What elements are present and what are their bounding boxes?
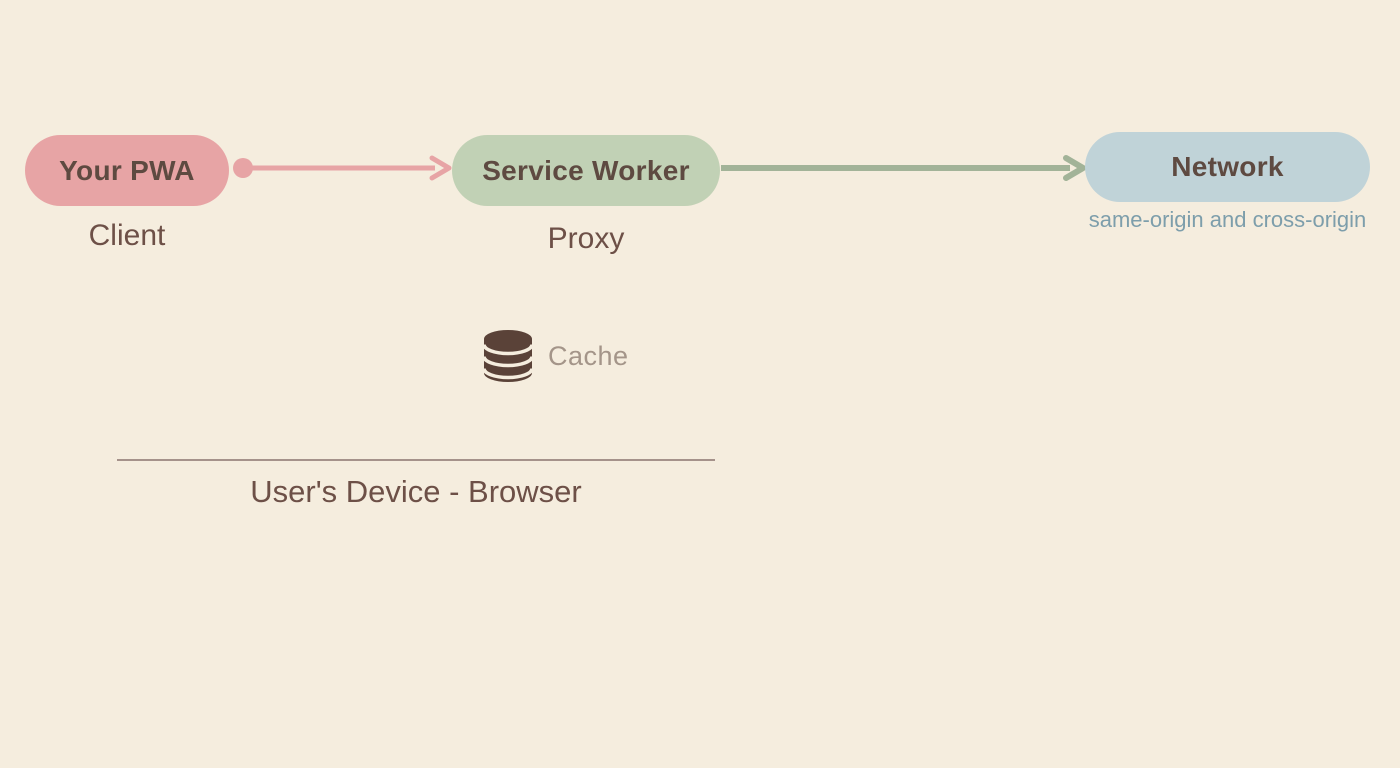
node-your-pwa-label: Your PWA: [59, 154, 195, 186]
cache-group: Cache: [483, 330, 629, 382]
arrowhead-icon: [1063, 155, 1086, 181]
device-label: User's Device - Browser: [250, 474, 582, 509]
cache-label: Cache: [548, 340, 629, 371]
node-network: Network: [1085, 132, 1370, 202]
service-worker-to-network-arrow: [721, 155, 1086, 181]
database-icon: [483, 330, 533, 382]
node-service-worker: Service Worker: [452, 135, 720, 206]
node-your-pwa: Your PWA: [25, 135, 229, 206]
node-network-label: Network: [1171, 151, 1284, 182]
node-network-sublabel: same-origin and cross-origin: [1088, 207, 1367, 232]
device-boundary-line: [117, 459, 715, 461]
arrow-start-dot-icon: [233, 158, 253, 178]
node-your-pwa-sublabel: Client: [88, 219, 166, 252]
node-service-worker-sublabel: Proxy: [547, 222, 625, 255]
arrowhead-icon: [429, 155, 452, 181]
pwa-to-service-worker-arrow: [233, 155, 452, 181]
node-service-worker-label: Service Worker: [482, 154, 690, 186]
